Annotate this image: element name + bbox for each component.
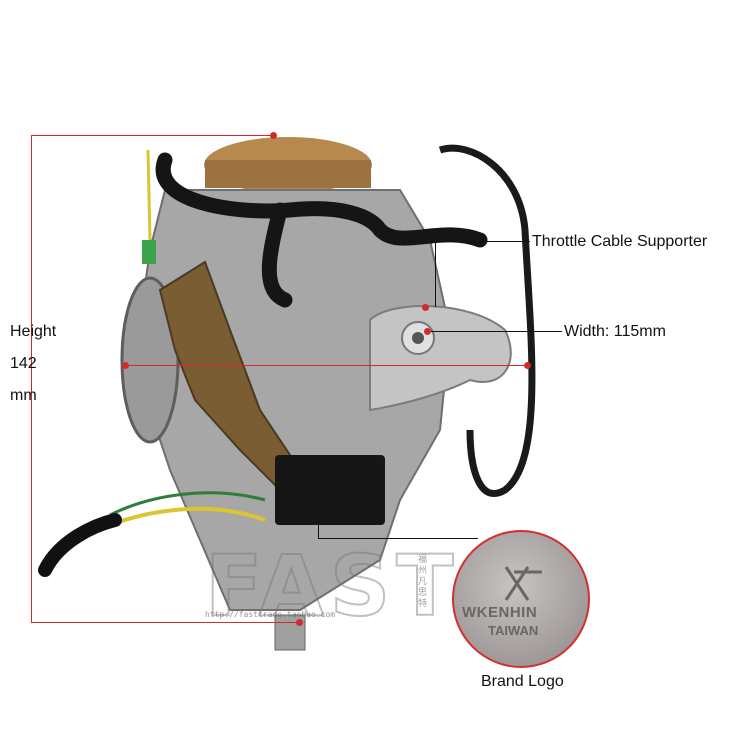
brand-logo-closeup: WKENHIN TAIWAN (452, 530, 590, 668)
width-leader-h (430, 331, 562, 332)
height-top-line (31, 135, 275, 136)
yellow-wire (109, 506, 266, 527)
logo-leader-h (318, 538, 478, 539)
height-label: Height (10, 323, 57, 340)
throttle-dot (422, 304, 429, 311)
black-hose (155, 152, 488, 308)
width-leader-dot (424, 328, 431, 335)
brand-country: TAIWAN (488, 623, 539, 638)
brand-name: WKENHIN (462, 604, 538, 621)
throttle-leader-h (435, 241, 530, 242)
micro-switch (275, 455, 385, 525)
throttle-leader-v (435, 241, 436, 307)
height-value: 142 (10, 355, 37, 372)
watermark-big: FAST (205, 537, 460, 635)
yellow-top-wire (146, 149, 152, 241)
rear-cable (438, 144, 536, 497)
logo-leader-v (318, 520, 319, 538)
black-sleeve (38, 513, 122, 577)
brand-logo-label: Brand Logo (481, 673, 564, 690)
height-top-dot (270, 132, 277, 139)
throttle-cable-label: Throttle Cable Supporter (532, 233, 708, 250)
green-wire (109, 491, 266, 517)
width-left-dot (122, 362, 129, 369)
width-label: Width: 115mm (564, 323, 666, 340)
height-bottom-dot (296, 619, 303, 626)
height-unit: mm (10, 387, 37, 404)
width-right-dot (524, 362, 531, 369)
width-line (126, 365, 528, 366)
watermark-url: http://fasttrade.taobao.com (205, 610, 335, 619)
height-bottom-line (31, 622, 299, 623)
watermark-vertical: 福州凡思特 (418, 555, 428, 609)
height-vertical-line (31, 135, 32, 622)
brand-emblem-icon (504, 566, 542, 601)
